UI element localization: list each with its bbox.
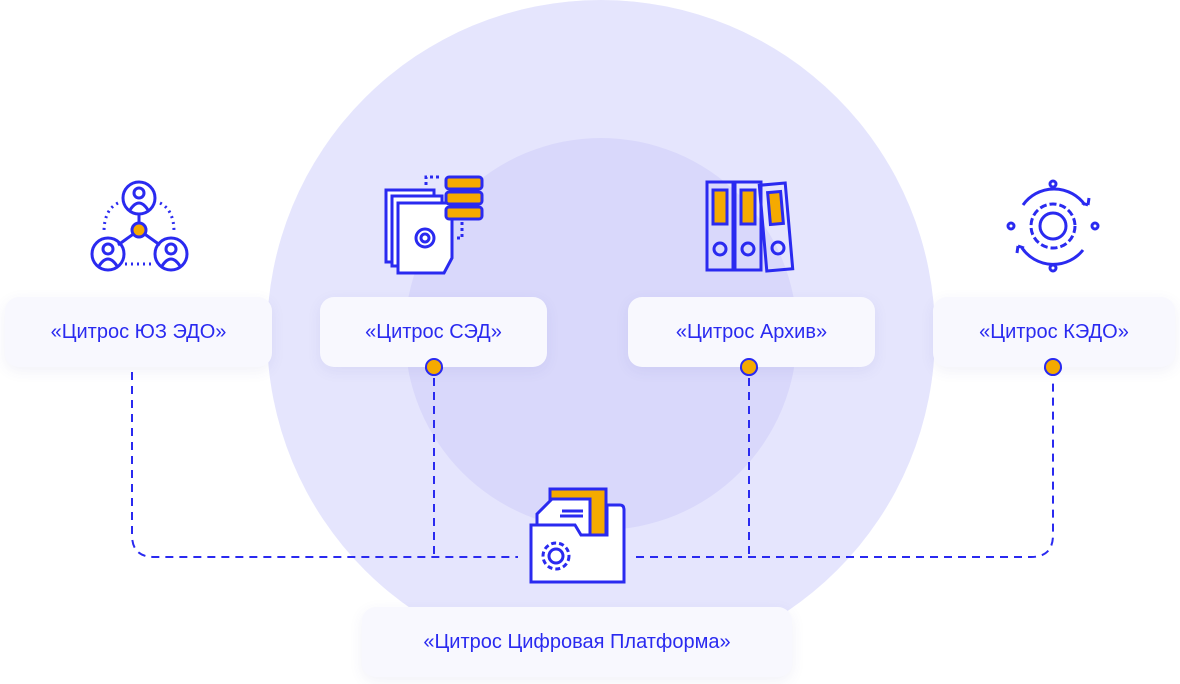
platform-card[interactable]: «Цитрос Цифровая Платформа» [362, 607, 792, 677]
product-card-sed[interactable]: «Цитрос СЭД» [320, 297, 547, 367]
users-network-icon [90, 180, 189, 272]
platform-label: «Цитрос Цифровая Платформа» [423, 630, 731, 653]
product-label: «Цитрос Архив» [675, 320, 828, 343]
product-card-archive[interactable]: «Цитрос Архив» [628, 297, 875, 367]
binders-icon [705, 180, 795, 273]
gear-cycle-icon [1006, 179, 1100, 273]
product-label: «Цитрос СЭД» [365, 320, 502, 343]
product-card-yuz-edo[interactable]: «Цитрос ЮЗ ЭДО» [5, 297, 272, 367]
product-card-kedo[interactable]: «Цитрос КЭДО» [933, 297, 1175, 367]
documents-server-icon [384, 175, 484, 275]
inner-circle [405, 138, 797, 530]
product-label: «Цитрос ЮЗ ЭДО» [50, 320, 227, 343]
product-label: «Цитрос КЭДО» [979, 320, 1129, 343]
connector-lines [131, 372, 1054, 558]
folder-gear-icon [529, 487, 626, 584]
